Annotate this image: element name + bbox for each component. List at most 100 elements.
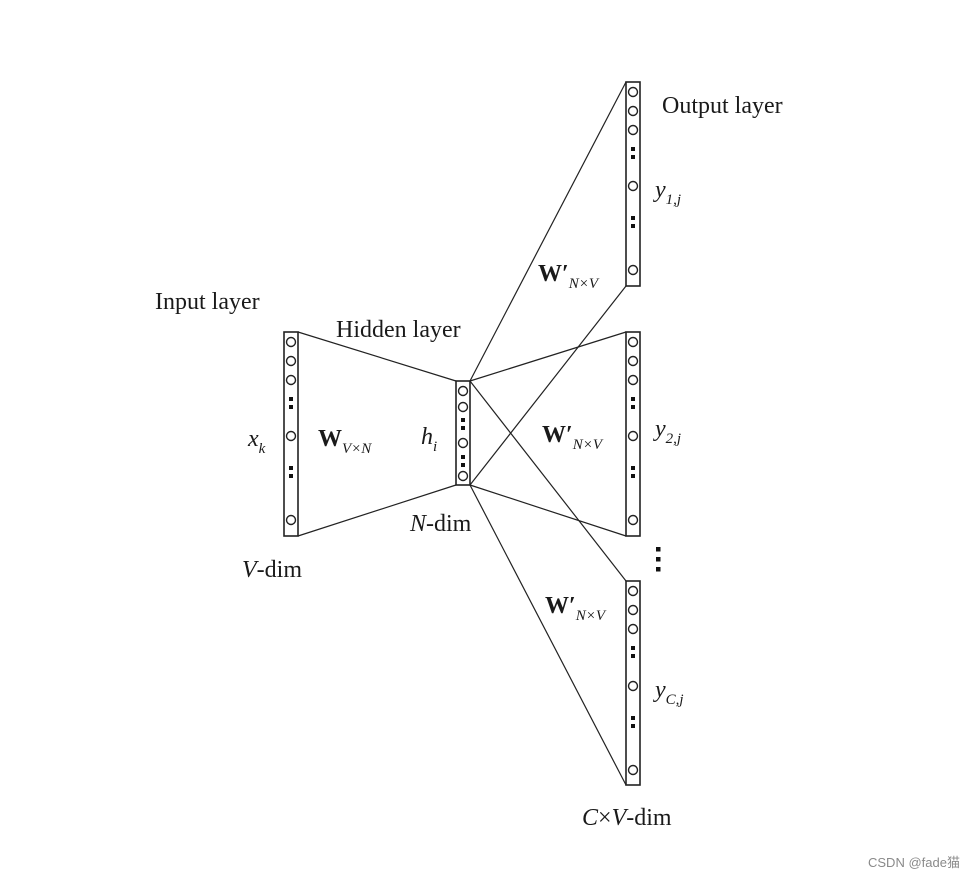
output-node-active xyxy=(627,430,639,442)
weight-symbol: W xyxy=(545,593,569,619)
output-subscript: C,j xyxy=(666,692,684,708)
output-node xyxy=(627,514,639,526)
output-dim-times: × xyxy=(598,805,612,831)
edge-hidden-to-outputC-bottom xyxy=(469,484,627,786)
hidden-ellipsis-dot xyxy=(461,418,465,422)
connections xyxy=(297,81,627,786)
input-layer xyxy=(283,331,299,537)
input-layer-title: Input layer xyxy=(155,289,260,315)
hidden-vector-box xyxy=(455,380,471,486)
edge-hidden-to-output1-top xyxy=(469,81,627,382)
output-node xyxy=(627,355,639,367)
output-node xyxy=(627,336,639,348)
output-panel-c xyxy=(625,580,641,786)
output-node-active xyxy=(627,680,639,692)
output-panel-1 xyxy=(625,81,641,287)
ellipsis-dot xyxy=(656,567,661,572)
hidden-dim-label: N-dim xyxy=(409,511,472,537)
weight-symbol: W xyxy=(542,422,566,448)
output-panel-2 xyxy=(625,331,641,537)
hidden-layer-title: Hidden layer xyxy=(336,317,461,343)
output-ellipsis-dot xyxy=(631,397,635,401)
weight-subscript: N×V xyxy=(568,276,600,292)
output-panels-ellipsis xyxy=(656,547,661,572)
hidden-node xyxy=(457,470,469,482)
input-node xyxy=(285,336,297,348)
output-ellipsis-dot xyxy=(631,474,635,478)
output-ellipsis-dot xyxy=(631,224,635,228)
input-node xyxy=(285,355,297,367)
hidden-vector-label: hi xyxy=(421,424,437,455)
hidden-output-weight-label-3: W′N×V xyxy=(545,593,607,624)
hidden-node xyxy=(457,401,469,413)
input-ellipsis-dot xyxy=(289,405,293,409)
weight-prime: ′ xyxy=(566,422,573,448)
output-ellipsis-dot xyxy=(631,466,635,470)
output-ellipsis-dot xyxy=(631,724,635,728)
edge-hidden-to-output2-top xyxy=(469,331,627,382)
weight-prime: ′ xyxy=(569,593,576,619)
output-node xyxy=(627,124,639,136)
edge-input-bottom-to-hidden xyxy=(297,484,457,537)
input-dim-label: V-dim xyxy=(242,557,302,583)
output-ellipsis-dot xyxy=(631,654,635,658)
output-ellipsis-dot xyxy=(631,405,635,409)
output-node xyxy=(627,604,639,616)
input-ellipsis-dot xyxy=(289,397,293,401)
output-var: y xyxy=(653,416,666,442)
weight-symbol: W xyxy=(318,426,342,452)
output-2-label: y2,j xyxy=(653,416,681,447)
weight-subscript: N×V xyxy=(575,608,607,624)
edge-input-top-to-hidden xyxy=(297,331,457,382)
input-vector-symbol: x xyxy=(247,426,259,452)
output-node-active xyxy=(627,180,639,192)
ellipsis-dot xyxy=(656,557,661,562)
ellipsis-dot xyxy=(656,547,661,552)
input-vector-label: xk xyxy=(247,426,266,457)
output-dim-suffix: -dim xyxy=(626,805,672,831)
edge-hidden-to-output2-bottom xyxy=(469,484,627,537)
weight-subscript: V×N xyxy=(342,441,372,457)
output-dim-var: V xyxy=(612,805,629,831)
hidden-node xyxy=(457,437,469,449)
hidden-output-weight-label-2: W′N×V xyxy=(542,422,604,453)
input-dim-var: V xyxy=(242,557,259,583)
output-node xyxy=(627,764,639,776)
hidden-ellipsis-dot xyxy=(461,426,465,430)
weight-subscript: N×V xyxy=(572,437,604,453)
output-layer-title: Output layer xyxy=(662,93,783,119)
output-node xyxy=(627,374,639,386)
hidden-layer xyxy=(455,380,471,486)
hidden-dim-suffix: -dim xyxy=(426,511,472,537)
output-1-label: y1,j xyxy=(653,177,681,208)
hidden-vector-symbol: h xyxy=(421,424,433,450)
output-subscript: 1,j xyxy=(666,192,681,208)
weight-symbol: W xyxy=(538,261,562,287)
output-ellipsis-dot xyxy=(631,216,635,220)
output-ellipsis-dot xyxy=(631,147,635,151)
hidden-ellipsis-dot xyxy=(461,463,465,467)
hidden-vector-subscript: i xyxy=(433,439,437,455)
hidden-ellipsis-dot xyxy=(461,455,465,459)
input-node xyxy=(285,374,297,386)
output-c-label: yC,j xyxy=(653,677,684,708)
edge-hidden-to-output1-bottom xyxy=(469,285,627,486)
output-node xyxy=(627,86,639,98)
input-dim-suffix: -dim xyxy=(257,557,303,583)
input-ellipsis-dot xyxy=(289,474,293,478)
input-ellipsis-dot xyxy=(289,466,293,470)
output-node xyxy=(627,264,639,276)
output-dim-label: C×V-dim xyxy=(582,805,672,831)
hidden-node xyxy=(457,385,469,397)
output-node xyxy=(627,623,639,635)
input-vector-subscript: k xyxy=(259,441,266,457)
output-dim-c: C xyxy=(582,805,599,831)
output-ellipsis-dot xyxy=(631,155,635,159)
output-subscript: 2,j xyxy=(666,431,681,447)
edge-hidden-to-outputC-top xyxy=(469,380,627,582)
hidden-output-weight-label-1: W′N×V xyxy=(538,261,600,292)
output-ellipsis-dot xyxy=(631,646,635,650)
output-var: y xyxy=(653,677,666,703)
